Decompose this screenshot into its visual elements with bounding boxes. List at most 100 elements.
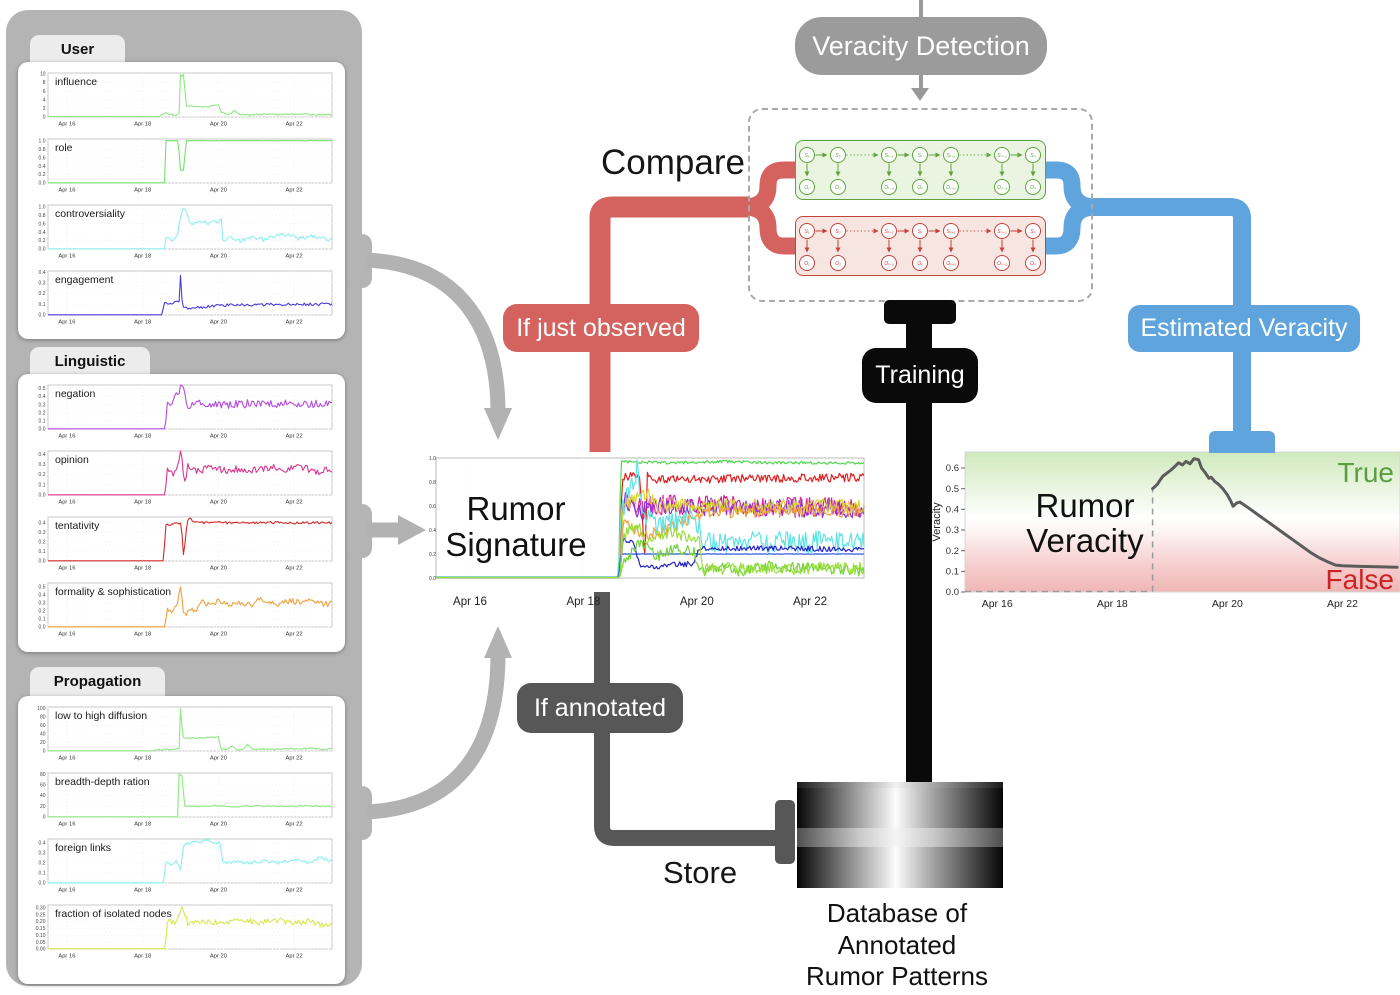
svg-text:0.5: 0.5 — [39, 386, 46, 392]
svg-text:0: 0 — [43, 115, 46, 121]
vd-arrowhead-icon — [911, 88, 929, 101]
svg-text:0.4: 0.4 — [39, 841, 46, 847]
svg-text:negation: negation — [55, 388, 95, 400]
arrow-propagation-to-signature — [365, 653, 506, 820]
svg-text:Apr 16: Apr 16 — [58, 954, 75, 960]
svg-text:Apr 18: Apr 18 — [134, 822, 151, 828]
svg-text:Veracity: Veracity — [931, 502, 943, 542]
svg-text:Apr 20: Apr 20 — [210, 188, 227, 194]
svg-text:Apr 20: Apr 20 — [210, 500, 227, 506]
svg-text:0.4: 0.4 — [39, 394, 46, 400]
svg-text:0.20: 0.20 — [36, 919, 46, 925]
svg-text:Apr 18: Apr 18 — [1097, 598, 1128, 610]
svg-text:0.5: 0.5 — [946, 484, 959, 495]
svg-text:S₁: S₁ — [805, 229, 810, 235]
svg-text:0.4: 0.4 — [429, 528, 436, 534]
top-connector-line — [919, 0, 923, 18]
svg-text:O₁: O₁ — [804, 185, 810, 191]
svg-text:0.3: 0.3 — [39, 851, 46, 857]
svg-text:80: 80 — [40, 772, 46, 778]
svg-text:Apr 20: Apr 20 — [210, 122, 227, 128]
svg-text:formality & sophistication: formality & sophistication — [55, 586, 171, 598]
svg-text:0.2: 0.2 — [39, 609, 46, 615]
svg-text:Apr 18: Apr 18 — [134, 122, 151, 128]
svg-text:0.0: 0.0 — [39, 493, 46, 499]
svg-text:Veracity: Veracity — [1026, 522, 1144, 559]
svg-text:0.3: 0.3 — [39, 402, 46, 408]
svg-text:8: 8 — [43, 80, 46, 86]
svg-text:Apr 22: Apr 22 — [286, 566, 303, 572]
svg-text:Apr 20: Apr 20 — [210, 434, 227, 440]
svg-text:O₂: O₂ — [835, 261, 841, 267]
store-label: Store — [663, 855, 738, 890]
svg-text:Apr 20: Apr 20 — [210, 822, 227, 828]
svg-text:4: 4 — [43, 97, 46, 103]
svg-text:0.8: 0.8 — [39, 147, 46, 153]
svg-text:Oₙ: Oₙ — [1030, 185, 1037, 191]
svg-text:Apr 16: Apr 16 — [58, 188, 75, 194]
tab-propagation: Propagation — [30, 667, 165, 696]
svg-text:0.0: 0.0 — [39, 427, 46, 433]
svg-text:Apr 18: Apr 18 — [134, 320, 151, 326]
svg-text:Apr 16: Apr 16 — [58, 822, 75, 828]
svg-text:40: 40 — [40, 793, 46, 799]
estimated-veracity-text: Estimated Veracity — [1140, 314, 1348, 342]
svg-text:breadth-depth ration: breadth-depth ration — [55, 776, 150, 788]
svg-text:Sₜ₋₁: Sₜ₋₁ — [884, 153, 893, 159]
svg-text:0.2: 0.2 — [429, 552, 436, 558]
svg-text:Apr 16: Apr 16 — [58, 500, 75, 506]
svg-text:10: 10 — [40, 72, 46, 78]
svg-text:Sₙ₋₁: Sₙ₋₁ — [997, 229, 1007, 235]
svg-text:O₂: O₂ — [835, 185, 841, 191]
svg-text:0: 0 — [43, 749, 46, 755]
svg-text:0.05: 0.05 — [36, 940, 46, 946]
svg-text:0.2: 0.2 — [39, 172, 46, 178]
svg-text:0.4: 0.4 — [39, 164, 46, 170]
svg-text:S₁: S₁ — [805, 153, 810, 159]
svg-text:0.4: 0.4 — [39, 270, 46, 276]
svg-text:0.6: 0.6 — [946, 463, 959, 474]
svg-text:Apr 22: Apr 22 — [286, 500, 303, 506]
svg-text:0.4: 0.4 — [39, 593, 46, 599]
svg-text:2: 2 — [43, 106, 46, 112]
svg-text:Apr 22: Apr 22 — [286, 888, 303, 894]
svg-text:0.00: 0.00 — [36, 947, 46, 953]
svg-text:0.3: 0.3 — [39, 281, 46, 287]
arrowhead-down-icon — [484, 408, 512, 440]
arrow-user-to-signature — [365, 252, 506, 413]
svg-text:role: role — [55, 142, 73, 154]
tab-propagation-label: Propagation — [53, 673, 142, 690]
svg-text:controversiality: controversiality — [55, 208, 126, 220]
database-label: Database of Annotated Rumor Patterns — [776, 898, 1018, 993]
svg-text:0.1: 0.1 — [39, 483, 46, 489]
svg-text:Apr 18: Apr 18 — [134, 254, 151, 260]
svg-text:0.6: 0.6 — [429, 504, 436, 510]
svg-text:fraction of isolated nodes: fraction of isolated nodes — [55, 908, 172, 920]
svg-text:Apr 16: Apr 16 — [58, 254, 75, 260]
svg-text:Sₙ₋₁: Sₙ₋₁ — [997, 153, 1007, 159]
svg-text:engagement: engagement — [55, 274, 113, 286]
svg-text:Apr 16: Apr 16 — [58, 566, 75, 572]
if-annotated-text: If annotated — [533, 693, 667, 722]
svg-text:Apr 16: Apr 16 — [58, 434, 75, 440]
database-icon — [797, 782, 1003, 888]
svg-text:Oₜ₊₁: Oₜ₊₁ — [946, 185, 956, 191]
svg-text:0.4: 0.4 — [946, 505, 959, 516]
svg-text:True: True — [1337, 457, 1394, 488]
